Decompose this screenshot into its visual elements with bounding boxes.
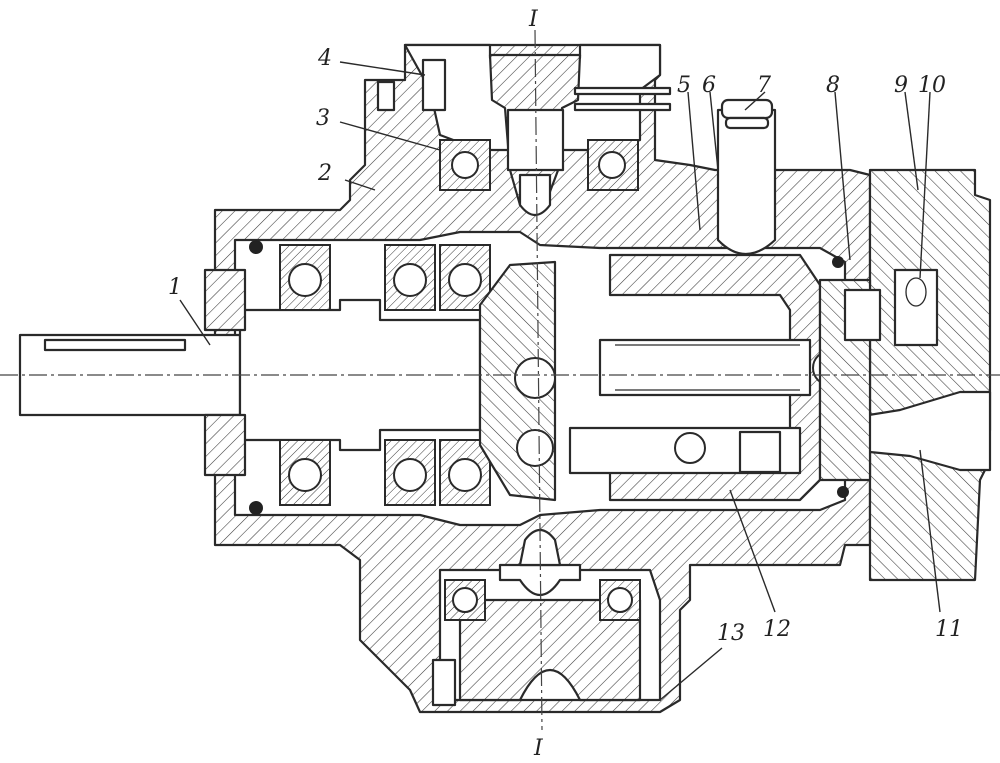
callout-4: 4	[317, 46, 332, 71]
callout-7: 7	[757, 73, 771, 98]
section-mark-top: I	[528, 7, 539, 32]
lower-port-boss	[431, 528, 662, 707]
section-line-I	[534, 29, 543, 731]
drive-flange	[478, 260, 557, 502]
callout-11: 11	[935, 617, 963, 642]
callout-8: 8	[826, 73, 840, 98]
callout-3: 3	[316, 106, 330, 131]
callout-labels: 1 2 3 4 5 6 7 8 9 10 11 12 13	[168, 46, 963, 646]
callout-13: 13	[717, 621, 745, 646]
section-mark-bottom: I	[533, 736, 544, 761]
callout-12: 12	[763, 617, 791, 642]
drain-plug	[716, 98, 777, 255]
callout-9: 9	[894, 73, 908, 98]
callout-1: 1	[168, 275, 182, 300]
callout-2: 2	[317, 161, 332, 186]
cylinder-block	[568, 253, 882, 502]
callout-6: 6	[702, 73, 716, 98]
leader-lines	[179, 61, 941, 701]
callout-5: 5	[677, 73, 691, 98]
callout-10: 10	[918, 73, 946, 98]
